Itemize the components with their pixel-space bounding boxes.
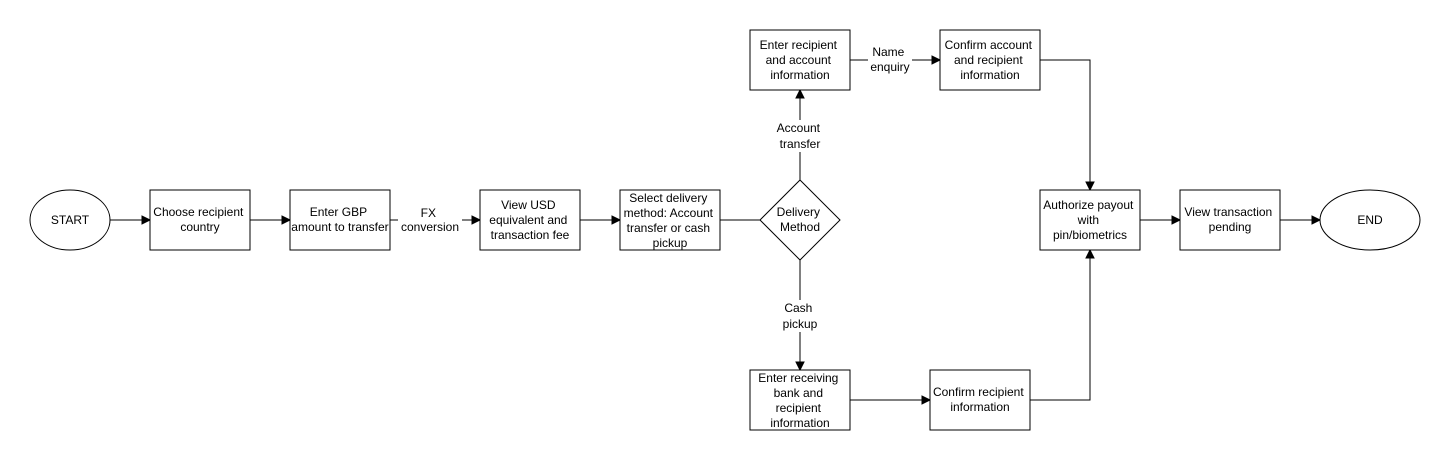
svg-text:Select delivery method: Select delivery method: Account transfer…	[624, 191, 717, 250]
svg-text:Name enquiry: Name enquiry	[870, 45, 909, 74]
svg-text:Cash pickup: Cash pickup	[783, 301, 818, 331]
svg-text:Account transfer: Account transfer	[777, 121, 824, 151]
edge-label-line: Account	[777, 121, 821, 135]
view-usd-node[interactable]: View USD equivalent and transaction fee	[479, 189, 581, 251]
node-label-line: and recipient	[954, 53, 1023, 67]
arrowhead	[795, 88, 805, 99]
node-label-line: Choose recipient	[153, 205, 244, 219]
view-pending-node[interactable]: View transaction pending	[1179, 189, 1281, 251]
svg-text:Confirm recipient info: Confirm recipient information	[933, 385, 1027, 414]
svg-text:Choose recipient count: Choose recipient country	[153, 205, 246, 234]
svg-text:View transaction pendi: View transaction pending	[1184, 205, 1275, 234]
node-label-line: and account	[766, 53, 832, 67]
choose-country-node[interactable]: Choose recipient country	[149, 189, 251, 251]
node-label-line: information	[960, 68, 1019, 82]
node-label-line: View transaction	[1184, 205, 1272, 219]
enter-account-info-node[interactable]: Enter recipient and account information	[749, 29, 851, 91]
enter-gbp-node[interactable]: Enter GBP amount to transfer	[289, 189, 391, 251]
edge-confirm-account-to-authorize	[1040, 59, 1091, 183]
svg-text:Delivery Method: Delivery Method	[777, 205, 824, 234]
edge-label-cash-pickup: Cash pickup	[778, 300, 822, 332]
node-label-line: method: Account	[624, 206, 714, 220]
node-label-line: pickup	[653, 236, 688, 250]
edge-label-line: Cash	[784, 301, 812, 315]
svg-text:START: START	[51, 213, 90, 227]
node-label-line: Enter GBP	[310, 205, 367, 219]
node-label-line: country	[180, 220, 219, 234]
svg-text:FX conversion: FX conversion	[401, 206, 459, 234]
arrowhead	[921, 395, 932, 405]
start-node[interactable]: START	[29, 189, 111, 251]
node-label-line: END	[1357, 213, 1383, 227]
node-label-line: Enter receiving	[758, 371, 838, 385]
arrowhead	[611, 215, 622, 225]
node-label-line: Enter recipient	[760, 38, 838, 52]
node-label-line: transaction fee	[491, 228, 570, 242]
arrowhead	[281, 215, 292, 225]
arrowhead	[1085, 181, 1095, 192]
arrowhead	[795, 361, 805, 372]
svg-text:Enter receiving bank a: Enter receiving bank and recipient infor…	[758, 371, 841, 430]
node-label-line: Confirm account	[945, 38, 1033, 52]
arrowhead	[141, 215, 152, 225]
arrowhead	[931, 55, 942, 65]
edge-label-line: pickup	[783, 317, 818, 331]
edge-label-line: conversion	[401, 220, 459, 234]
edge-label-line: Name	[872, 45, 904, 59]
arrowhead	[471, 215, 482, 225]
node-label-line: equivalent and	[489, 213, 567, 227]
confirm-recipient-node[interactable]: Confirm recipient information	[929, 369, 1031, 431]
node-label-line: Method	[780, 220, 820, 234]
node-label-line: transfer or cash	[627, 221, 710, 235]
edge-label-line: enquiry	[870, 60, 909, 74]
node-label-line: with	[1077, 213, 1099, 227]
edge-labels: FX conversion Account transfer Cash pick…	[398, 44, 912, 332]
node-label-line: bank and	[774, 386, 823, 400]
svg-text:Enter GBP amount to tr: Enter GBP amount to transfer	[291, 205, 388, 234]
node-label-line: amount to transfer	[291, 220, 388, 234]
edge-label-line: FX	[421, 206, 436, 220]
delivery-method-decision[interactable]: Delivery Method	[759, 179, 841, 261]
node-label-line: information	[770, 416, 829, 430]
edge-confirm-recipient-to-authorize	[1030, 257, 1091, 401]
node-label-line: Delivery	[777, 205, 820, 219]
svg-text:Authorize payout with: Authorize payout with pin/biometrics	[1043, 198, 1136, 242]
node-label-line: Authorize payout	[1043, 198, 1134, 212]
svg-text:View USD equivalent an: View USD equivalent and transaction fee	[489, 198, 570, 242]
node-label-line: information	[770, 68, 829, 82]
svg-text:Confirm account and re: Confirm account and recipient informatio…	[945, 38, 1036, 82]
node-label-line: information	[950, 400, 1009, 414]
arrowhead	[1311, 215, 1322, 225]
end-node[interactable]: END	[1319, 189, 1421, 251]
edge-label-account-transfer: Account transfer	[772, 120, 828, 152]
node-label-line: recipient	[776, 401, 822, 415]
select-delivery-node[interactable]: Select delivery method: Account transfer…	[619, 189, 721, 251]
node-label-line: View USD	[501, 198, 556, 212]
edge-label-name-enquiry: Name enquiry	[868, 44, 912, 76]
edge-label-fx-conversion: FX conversion	[398, 204, 462, 234]
edge-label-line: transfer	[780, 137, 821, 151]
confirm-account-node[interactable]: Confirm account and recipient informatio…	[939, 29, 1041, 91]
authorize-payout-node[interactable]: Authorize payout with pin/biometrics	[1039, 189, 1141, 251]
enter-bank-info-node[interactable]: Enter receiving bank and recipient infor…	[749, 369, 851, 431]
svg-text:Enter recipient and ac: Enter recipient and account information	[760, 38, 841, 82]
node-label-line: pending	[1209, 220, 1252, 234]
node-label-line: Select delivery	[629, 191, 707, 205]
node-label-line: START	[51, 213, 90, 227]
arrowhead	[1085, 248, 1095, 259]
arrowhead	[1171, 215, 1182, 225]
node-label-line: pin/biometrics	[1053, 228, 1127, 242]
svg-text:END: END	[1357, 213, 1383, 227]
node-label-line: Confirm recipient	[933, 385, 1024, 399]
nodes: START Choose recipient country Enter GBP…	[29, 29, 1421, 431]
